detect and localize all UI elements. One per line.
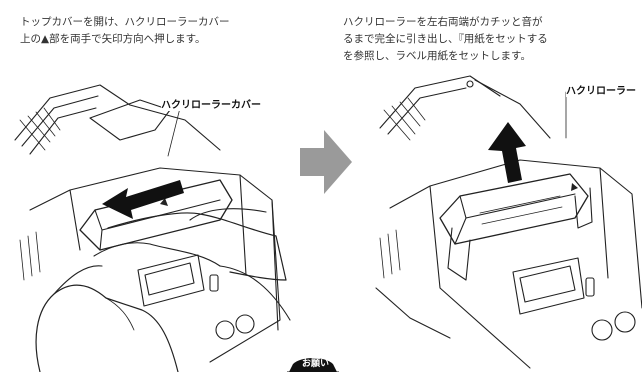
right-arrow-icon — [300, 130, 352, 194]
step-1-illustration — [14, 84, 291, 372]
step-1-line-1: トップカバーを開け、ハクリローラーカバー — [20, 16, 230, 28]
notice-badge-icon — [287, 358, 339, 372]
step-2-illustration — [375, 75, 642, 369]
roller-callout: ハクリローラー — [566, 82, 636, 97]
roller-cover-callout: ハクリローラーカバー — [161, 96, 261, 111]
step-2-line-1: ハクリローラーを左右両端がカチッと音が — [343, 16, 543, 28]
step-2-line-2: るまで完全に引き出し、『用紙をセットする — [343, 33, 548, 45]
up-arrow-icon — [488, 122, 526, 183]
step-1-line-2: 上の▲部を両手で矢印方向へ押します。 — [20, 33, 206, 45]
step-2-line-3: を参照し、ラベル用紙をセットします。 — [343, 50, 531, 62]
left-arrow-icon — [102, 180, 184, 219]
step-2-instructions: ハクリローラーを左右両端がカチッと音が るまで完全に引き出し、『用紙をセットする… — [343, 14, 642, 65]
notice-label: お願い — [302, 359, 330, 369]
step-1-instructions: トップカバーを開け、ハクリローラーカバー 上の▲部を両手で矢印方向へ押します。 — [20, 14, 320, 48]
